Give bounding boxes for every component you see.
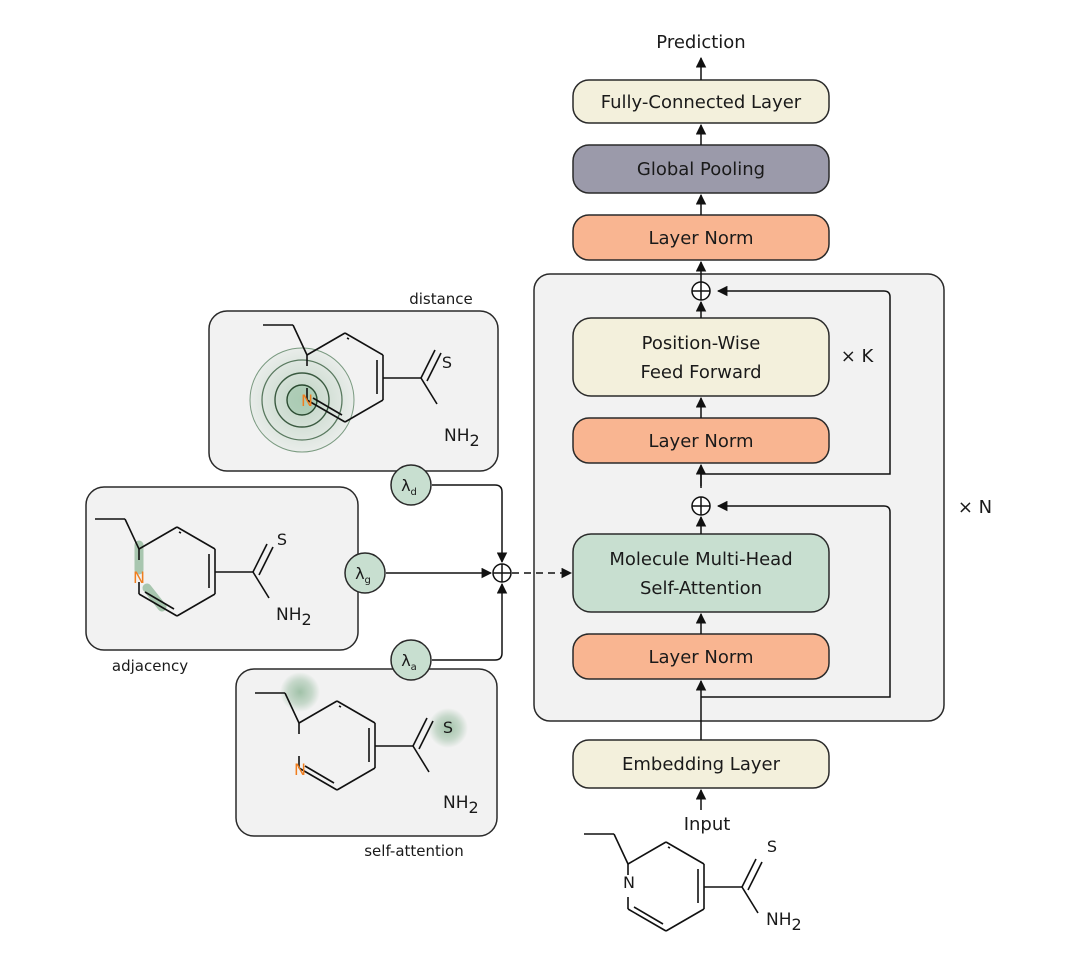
adjacency-atom-s: S bbox=[277, 530, 287, 549]
times-k-label: × K bbox=[841, 346, 875, 367]
self-attention-highlight-ethyl bbox=[280, 672, 320, 712]
adjacency-label: adjacency bbox=[112, 657, 188, 675]
ffn-label-line1: Position-Wise bbox=[642, 333, 761, 354]
lambda-sum-node bbox=[492, 563, 512, 583]
self-attention-label: self-attention bbox=[364, 842, 464, 860]
lambda-d-connection bbox=[432, 484, 508, 564]
distance-label: distance bbox=[409, 290, 473, 308]
ffn-label-line2: Feed Forward bbox=[640, 362, 761, 383]
input-label: Input bbox=[684, 814, 731, 835]
distance-atom-n: N bbox=[301, 391, 313, 410]
layer-norm-ffn-label: Layer Norm bbox=[648, 431, 753, 452]
layer-norm-attention-label: Layer Norm bbox=[648, 647, 753, 668]
position-wise-ffn-box bbox=[572, 317, 830, 397]
self-attention-atom-s: S bbox=[443, 718, 453, 737]
input-atom-s: S bbox=[767, 837, 777, 856]
lambda-d-node: λd bbox=[390, 464, 432, 506]
times-n-label: × N bbox=[958, 497, 992, 518]
prediction-label: Prediction bbox=[656, 32, 745, 53]
distance-rings bbox=[249, 347, 355, 453]
residual-connection-ffn bbox=[700, 285, 891, 486]
residual-connection-attention bbox=[701, 500, 891, 698]
input-atom-nh: NH2 bbox=[766, 910, 802, 934]
self-attention-atom-n: N bbox=[294, 760, 306, 779]
adjacency-atom-n: N bbox=[133, 568, 145, 587]
residual-sum-node-bottom bbox=[691, 496, 711, 516]
adjacency-atom-nh: NH2 bbox=[276, 605, 312, 629]
adjacency-panel bbox=[85, 486, 359, 651]
lambda-a-connection bbox=[432, 582, 508, 661]
svg-text:λa: λa bbox=[401, 651, 417, 673]
input-atom-n: N bbox=[623, 873, 635, 892]
attention-label-line1: Molecule Multi-Head bbox=[609, 549, 792, 570]
multi-head-attention-box bbox=[572, 533, 830, 613]
distance-atom-nh: NH2 bbox=[444, 426, 480, 450]
global-pooling-label: Global Pooling bbox=[637, 159, 765, 180]
svg-text:λg: λg bbox=[355, 564, 371, 586]
embedding-layer-label: Embedding Layer bbox=[622, 754, 781, 775]
distance-atom-s: S bbox=[442, 353, 452, 372]
lambda-a-node: λa bbox=[390, 639, 432, 681]
residual-sum-node-top bbox=[691, 281, 711, 301]
lambda-g-node: λg bbox=[344, 552, 386, 594]
fully-connected-layer-label: Fully-Connected Layer bbox=[601, 92, 802, 113]
input-molecule bbox=[583, 833, 763, 932]
attention-label-line2: Self-Attention bbox=[640, 578, 762, 599]
layer-norm-top-label: Layer Norm bbox=[648, 228, 753, 249]
self-attention-atom-nh: NH2 bbox=[443, 793, 479, 817]
svg-text:λd: λd bbox=[401, 476, 417, 498]
self-attention-highlight-sulfur bbox=[428, 708, 468, 748]
